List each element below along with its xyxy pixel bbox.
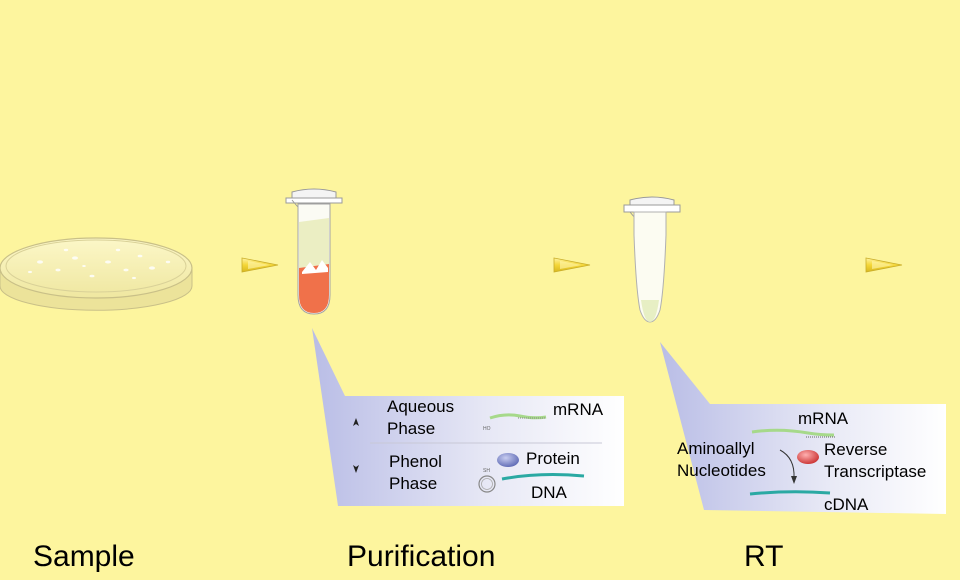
flow-arrow-icon xyxy=(241,257,279,273)
cdna-strand-icon xyxy=(749,490,831,496)
enzyme-label: Reverse Transcriptase xyxy=(824,440,927,481)
enzyme-icon xyxy=(797,450,819,464)
rt-mrna-label: mRNA xyxy=(798,409,849,428)
nucleotides-label: Aminoallyl Nucleotides xyxy=(677,439,766,480)
phase-down-arrow-icon xyxy=(353,465,359,473)
phase-up-arrow-icon xyxy=(353,418,359,426)
phenol-phase-label: Phenol Phase xyxy=(389,452,442,493)
mrna-strand-icon xyxy=(751,428,836,438)
flow-arrow-icon xyxy=(553,257,591,273)
purification-callout xyxy=(312,328,624,506)
stage-label-sample: Sample xyxy=(33,540,135,573)
protein-label: Protein xyxy=(526,449,580,468)
microtube-icon xyxy=(623,196,681,323)
cdna-label: cDNA xyxy=(824,495,869,514)
microtube-icon xyxy=(285,188,343,315)
dna-strand-icon xyxy=(501,473,585,481)
aqueous-phase-label: Aqueous Phase xyxy=(387,397,455,438)
flow-arrow-icon xyxy=(865,257,903,273)
stage-label-purification: Purification xyxy=(347,540,496,573)
mrna-strand-icon: HO xyxy=(483,413,547,432)
rt-callout xyxy=(660,342,946,514)
mrna-label: mRNA xyxy=(553,400,604,419)
reaction-arrow-icon xyxy=(779,449,797,484)
dna-label: DNA xyxy=(531,483,567,502)
svg-text:SH: SH xyxy=(483,468,490,474)
petri-dish-icon xyxy=(0,237,193,311)
plasmid-icon: SH xyxy=(478,468,496,493)
stage-label-rt: RT xyxy=(744,540,784,573)
svg-text:HO: HO xyxy=(483,426,491,432)
protein-icon xyxy=(497,453,519,467)
